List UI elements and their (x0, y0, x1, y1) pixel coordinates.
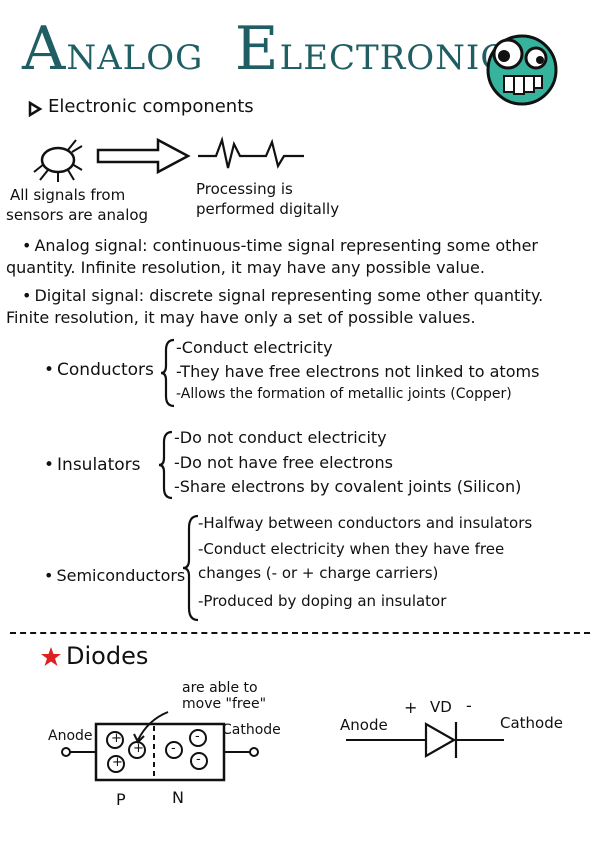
left-brace-icon (158, 430, 173, 500)
diodes-heading: Diodes (66, 642, 149, 670)
conductors-point: -Conduct electricity (176, 338, 333, 357)
semiconductors-point: changes (- or + charge carriers) (198, 564, 439, 582)
diode-symbol-anode-label: Anode (340, 716, 388, 734)
digital-definition-line2: Finite resolution, it may have only a se… (6, 308, 476, 327)
semiconductors-point: -Produced by doping an insulator (198, 592, 447, 610)
sensor-bug-icon (33, 139, 83, 182)
pn-cathode-label: Cathode (222, 722, 281, 738)
electron-charge: - (171, 741, 176, 756)
diode-annotation-line1: are able to (182, 680, 258, 696)
conductors-point: -Allows the formation of metallic joints… (176, 386, 512, 402)
hole-charge: + (112, 755, 123, 770)
red-star-icon (41, 647, 61, 666)
section-divider (10, 632, 590, 634)
semiconductors-point: -Halfway between conductors and insulato… (198, 514, 533, 532)
conductors-point: -They have free electrons not linked to … (176, 362, 540, 381)
diode-voltage-plus: + (404, 698, 418, 717)
pn-anode-label: Anode (48, 728, 93, 744)
analog-definition-line1: Analog signal: continuous-time signal re… (22, 236, 538, 255)
diode-annotation-line2: move "free" (182, 696, 267, 712)
processing-caption-line1: Processing is (196, 180, 293, 198)
n-region-label: N (172, 788, 184, 807)
waveform-icon (198, 136, 304, 169)
googly-eye-mascot-icon (486, 34, 558, 106)
digital-definition-line1: Digital signal: discrete signal represen… (22, 286, 543, 305)
diode-voltage-minus: - (466, 696, 472, 715)
pn-junction-diagram (61, 711, 259, 782)
semiconductors-label: Semiconductors (44, 566, 185, 585)
diode-voltage-label: VD (430, 698, 452, 716)
insulators-point: -Share electrons by covalent joints (Sil… (174, 477, 522, 496)
left-brace-icon (182, 514, 199, 622)
diode-symbol-cathode-label: Cathode (500, 714, 563, 732)
insulators-label: Insulators (44, 455, 140, 475)
insulators-point: -Do not conduct electricity (174, 428, 387, 447)
insulators-point: -Do not have free electrons (174, 453, 393, 472)
p-region-label: P (116, 790, 126, 809)
hole-charge: + (111, 731, 122, 746)
arrow-right-icon (96, 137, 191, 175)
left-brace-icon (160, 338, 175, 408)
electron-charge: - (196, 752, 201, 767)
semiconductors-point: -Conduct electricity when they have free (198, 540, 505, 558)
triangle-bullet-icon (28, 100, 43, 118)
processing-caption-line2: performed digitally (196, 200, 340, 218)
hole-charge: + (133, 741, 144, 756)
conductors-label: Conductors (44, 360, 154, 380)
electron-charge: - (195, 729, 200, 744)
sensor-caption-line2: sensors are analog (6, 206, 149, 224)
sensor-caption-line1: All signals from (10, 186, 126, 204)
page-title: ANALOG ELECTRONICS (22, 14, 532, 84)
analog-definition-line2: quantity. Infinite resolution, it may ha… (6, 258, 485, 277)
diode-symbol-icon (346, 722, 504, 758)
section-heading-components: Electronic components (48, 96, 254, 117)
